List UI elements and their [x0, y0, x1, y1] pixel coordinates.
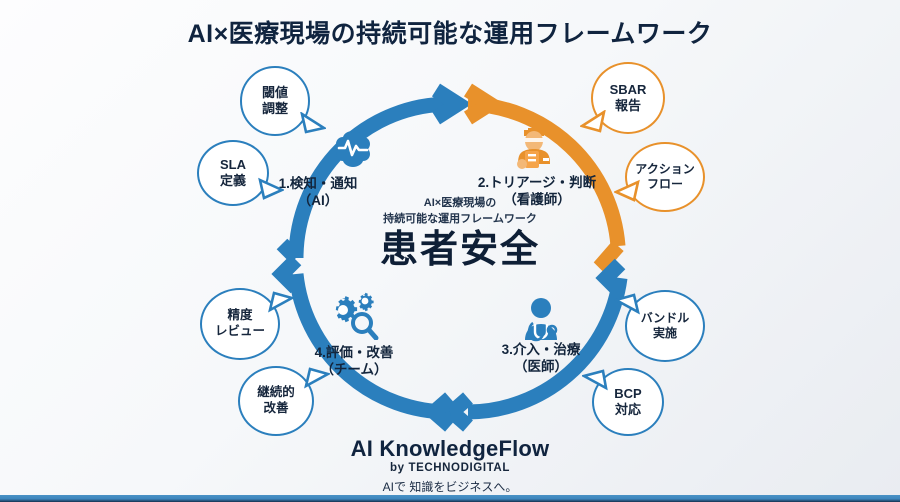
nurse-clipboard-icon — [512, 120, 560, 179]
bubble-5-line2: 対応 — [614, 402, 641, 417]
bubble-6-tail-icon — [268, 291, 294, 313]
bottom-accent-bar — [0, 495, 900, 502]
cycle-step-3-line1: 3.介入・治療 — [501, 342, 581, 357]
bubble-0-line2: 調整 — [261, 101, 288, 116]
cycle-step-2-label: 2.トリアージ・判断 （看護師） — [452, 174, 622, 209]
bubble-7-line1: 継続的 — [257, 385, 295, 400]
center-headline: 患者安全 — [379, 228, 540, 271]
bubble-3-line1: アクション — [635, 162, 695, 176]
brand-tagline: AIで 知識をビジネスへ。 — [382, 480, 518, 494]
cycle-step-2-line2: （看護師） — [503, 192, 571, 208]
gears-magnifier-icon — [326, 292, 382, 345]
bubble-sbar-report[interactable]: SBAR 報告 — [591, 62, 665, 134]
bubble-2-line2: 報告 — [614, 98, 641, 113]
bubble-4-tail-icon — [614, 293, 640, 315]
bubble-1-tail-icon — [258, 177, 284, 200]
bubble-1-line1: SLA — [219, 156, 246, 172]
bubble-accuracy-review[interactable]: 精度 レビュー — [200, 288, 280, 360]
center-subtitle-line2: 持続可能な運用フレームワーク — [383, 212, 537, 225]
bubble-continuous-improvement[interactable]: 継続的 改善 — [238, 366, 314, 436]
cycle-step-2-line1: 2.トリアージ・判断 — [477, 175, 597, 190]
bubble-7-line2: 改善 — [263, 401, 289, 415]
bubble-6-line2: レビュー — [214, 324, 265, 338]
center-subtitle-line1: AI×医療現場の — [423, 197, 497, 209]
cycle-step-1-label: 1.検知・通知 （AI） — [243, 175, 393, 210]
bubble-action-flow[interactable]: アクション フロー — [625, 142, 705, 212]
cycle-segment-4 — [271, 254, 455, 432]
bubble-7-tail-icon — [304, 367, 330, 389]
bubble-sla-definition[interactable]: SLA 定義 — [197, 140, 269, 206]
bubble-threshold-adjustment[interactable]: 閾値 調整 — [240, 66, 310, 136]
bubble-4-line1: バンドル — [640, 311, 690, 325]
bubble-3-line2: フロー — [646, 177, 683, 191]
cycle-step-4-label: 4.評価・改善 （チーム） — [279, 344, 429, 379]
cycle-step-4-line1: 4.評価・改善 — [314, 345, 394, 360]
bubble-6-line1: 精度 — [227, 308, 253, 323]
bubble-bcp-response[interactable]: BCP 対応 — [592, 368, 664, 436]
brand-name: AI KnowledgeFlow — [350, 436, 550, 461]
bubble-5-tail-icon — [582, 369, 608, 391]
bubble-0-line1: 閾値 — [261, 84, 288, 100]
center-message: AI×医療現場の 持続可能な運用フレームワーク 患者安全 — [346, 196, 574, 271]
bubble-4-line2: 実施 — [652, 326, 677, 340]
bubble-1-line2: 定義 — [219, 173, 246, 188]
brain-pulse-icon — [330, 128, 376, 173]
cycle-step-3-line2: （医師） — [514, 359, 568, 375]
cycle-ring — [228, 78, 672, 438]
cycle-step-4-line2: （チーム） — [320, 362, 388, 378]
bubble-3-tail-icon — [614, 179, 640, 202]
cycle-step-1-line2: （AI） — [297, 193, 339, 209]
page-title: AI×医療現場の持続可能な運用フレームワーク — [187, 20, 713, 48]
bubble-bundle-implementation[interactable]: バンドル 実施 — [625, 290, 705, 362]
bubble-5-line1: BCP — [614, 385, 642, 401]
cycle-segment-3 — [440, 258, 628, 432]
bubble-0-tail-icon — [300, 112, 326, 134]
doctor-stethoscope-icon — [516, 296, 566, 349]
cycle-step-1-line1: 1.検知・通知 — [278, 176, 358, 191]
bubble-2-tail-icon — [580, 110, 606, 133]
bubble-2-line1: SBAR — [609, 81, 647, 97]
cycle-step-3-label: 3.介入・治療 （医師） — [466, 341, 616, 376]
brand-company: by TECHNODIGITAL — [390, 462, 510, 474]
